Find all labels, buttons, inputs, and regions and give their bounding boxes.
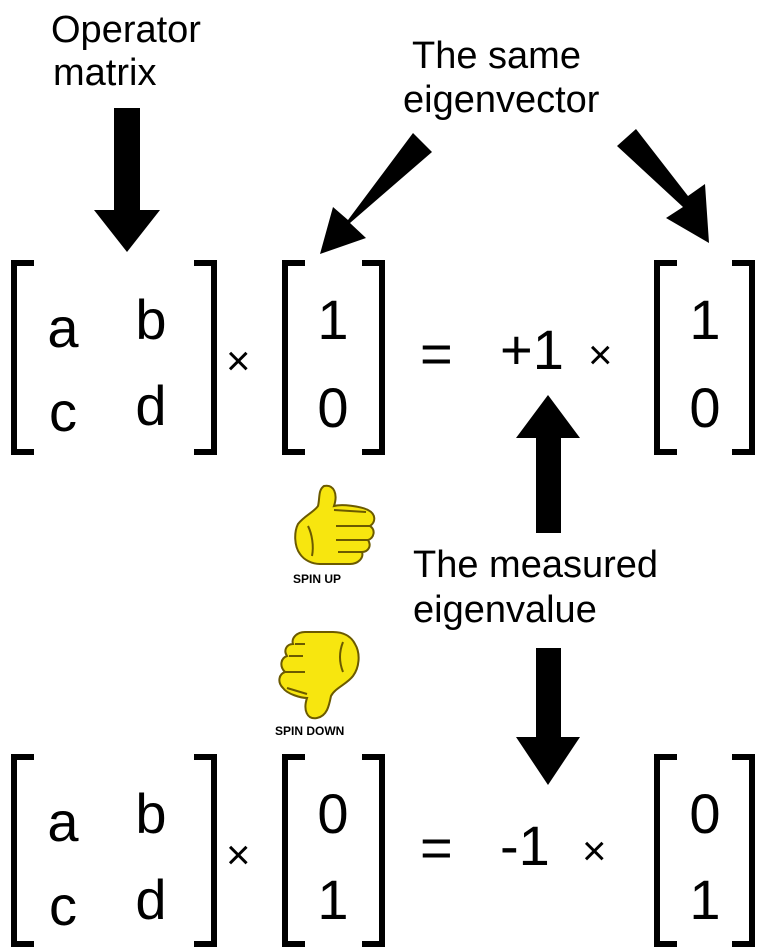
top-result-2: 0: [689, 376, 721, 439]
bottom-matrix-b: b: [135, 782, 167, 845]
bracket-top-matrix-left: [11, 260, 34, 455]
operator-matrix-label-line2: matrix: [53, 52, 157, 94]
bracket-bottom-vector-left: [282, 754, 305, 947]
bottom-eigenvalue: -1: [500, 814, 550, 877]
bracket-top-vector-left: [282, 260, 305, 455]
bracket-bottom-result-left: [654, 754, 677, 947]
same-eigenvector-label-line2: eigenvector: [403, 79, 600, 121]
bottom-matrix-c: c: [49, 874, 77, 937]
measured-eigenvalue-label-line2: eigenvalue: [413, 589, 597, 631]
bracket-top-result-right: [732, 260, 755, 455]
bottom-result-1: 0: [689, 782, 721, 845]
top-eigenvalue: +1: [500, 318, 564, 381]
bracket-top-matrix-right: [194, 260, 217, 455]
bracket-bottom-matrix-left: [11, 754, 34, 947]
top-matrix-d: d: [135, 374, 167, 437]
arrow-eigenvector-right: [617, 129, 709, 243]
bracket-top-vector-right: [362, 260, 385, 455]
spin-up-label: SPIN UP: [293, 572, 342, 586]
top-matrix-c: c: [49, 380, 77, 443]
top-matrix-a: a: [47, 296, 79, 359]
measured-eigenvalue-label-line1: The measured: [413, 544, 659, 586]
bottom-eigenvalue-times: ×: [582, 827, 607, 874]
spin-down-label: SPIN DOWN: [275, 724, 345, 738]
arrow-eigenvalue-up: [516, 395, 580, 533]
bottom-equals-sign: =: [420, 816, 453, 879]
bottom-matrix-d: d: [135, 868, 167, 931]
top-matrix-b: b: [135, 288, 167, 351]
top-equals-sign: =: [420, 322, 453, 385]
same-eigenvector-label-line1: The same: [412, 35, 581, 77]
top-result-1: 1: [689, 288, 721, 351]
bracket-top-result-left: [654, 260, 677, 455]
bracket-bottom-matrix-right: [194, 754, 217, 947]
arrow-eigenvalue-down: [516, 648, 580, 785]
bracket-bottom-vector-right: [362, 754, 385, 947]
operator-matrix-label-line1: Operator: [51, 9, 201, 51]
thumbs-up-icon: [294, 484, 376, 565]
top-times-sign: ×: [226, 337, 251, 384]
bottom-vector-1: 0: [317, 782, 349, 845]
bottom-vector-2: 1: [317, 868, 349, 931]
bracket-bottom-result-right: [732, 754, 755, 947]
thumbs-down-icon: [278, 631, 360, 720]
top-vector-1: 1: [317, 288, 349, 351]
arrow-eigenvector-left: [320, 133, 432, 254]
arrow-operator-down: [94, 108, 160, 252]
top-vector-2: 0: [317, 376, 349, 439]
bottom-times-sign: ×: [226, 831, 251, 878]
bottom-result-2: 1: [689, 868, 721, 931]
top-eigenvalue-times: ×: [588, 331, 613, 378]
bottom-matrix-a: a: [47, 790, 79, 853]
